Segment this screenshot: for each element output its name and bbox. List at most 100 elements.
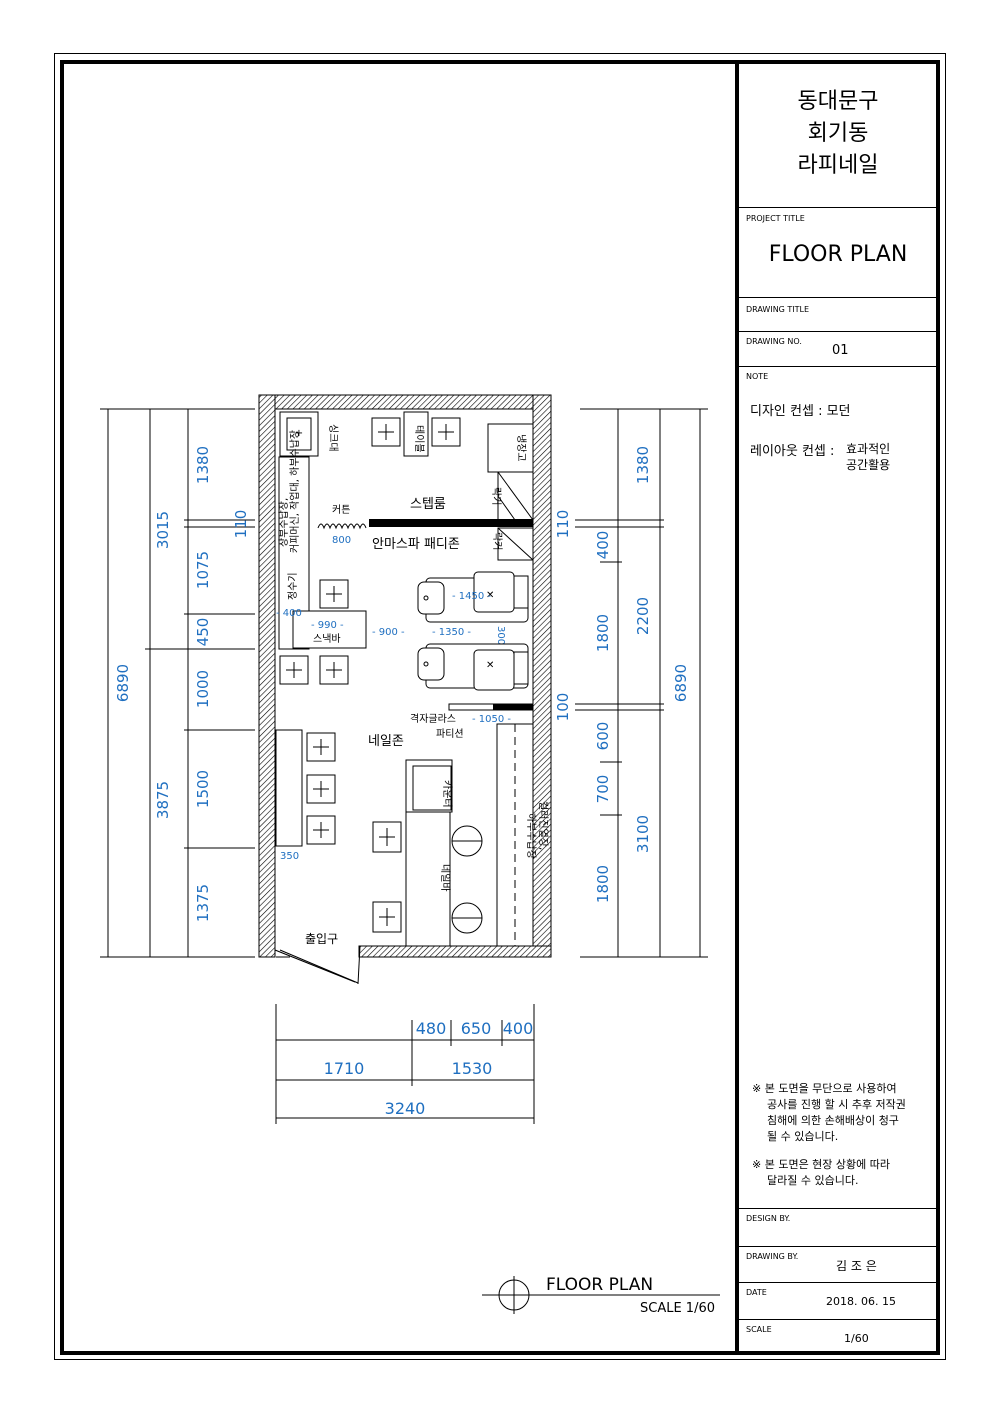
layout-concept-label: 레이아웃 컨셉 : <box>750 444 835 459</box>
color-display-label-1: 컬러진열장, <box>537 801 550 850</box>
wall-bottom <box>358 945 552 958</box>
warning-line: 공사를 진행 할 시 추후 저작권 <box>767 1098 906 1111</box>
plan-title-symbol <box>482 1276 720 1314</box>
counter-label: 카운터 <box>441 780 453 808</box>
dim-left-1380: 1380 <box>194 446 212 484</box>
title-block-divider <box>735 60 739 1355</box>
door-leaf <box>274 949 356 983</box>
dim-right-700: 700 <box>594 775 612 804</box>
drawing-by-label: DRAWING BY. <box>746 1252 799 1261</box>
drawing-frame <box>60 60 940 1355</box>
bottom-dimension-labels: 480 650 400 1710 1530 3240 <box>324 1019 534 1118</box>
step-room-table <box>403 411 429 457</box>
nail-bar <box>405 811 451 947</box>
left-dimension-labels: 6890 3015 3875 1380 110 1075 450 1000 15… <box>114 446 250 922</box>
dim-bottom-1530: 1530 <box>452 1059 493 1078</box>
locker-hatch <box>497 527 534 561</box>
project-name-line: 회기동 <box>807 121 869 146</box>
dim-right-1380: 1380 <box>634 446 652 484</box>
dim-left-1000: 1000 <box>194 670 212 708</box>
dim-right-110: 110 <box>554 510 572 539</box>
pedicure-station-1: ✕ <box>417 571 529 623</box>
dim-350: 350 <box>280 851 299 862</box>
walls <box>258 394 552 958</box>
dim-bottom-400: 400 <box>503 1019 534 1038</box>
warning-line: 침해에 의한 손해배상이 청구 <box>767 1114 899 1127</box>
nail-zone-label: 네일존 <box>368 734 404 749</box>
sink: + 싱크대 <box>279 411 339 457</box>
dim-right-600: 600 <box>594 722 612 751</box>
chair-mark <box>313 739 329 755</box>
chair-mark <box>313 781 329 797</box>
drawing-title-label: DRAWING TITLE <box>746 305 810 314</box>
dim-left-1375: 1375 <box>194 884 212 922</box>
fridge-label: 냉장고 <box>515 434 527 462</box>
drawing-title-value: FLOOR PLAN <box>768 242 908 267</box>
dim-990: - 990 - <box>311 620 344 631</box>
wall-right <box>532 394 552 958</box>
dim-bottom-650: 650 <box>461 1019 492 1038</box>
layout-concept-line: 효과적인 <box>846 442 891 456</box>
drawing-sheet-border <box>54 53 946 1360</box>
warning-copyright: ※ 본 도면을 무단으로 사용하여 공사를 진행 할 시 추후 저작권 침해에 … <box>752 1081 906 1145</box>
locker-1-label: 락커 <box>490 487 502 505</box>
chair-mark: ✕ <box>486 590 494 601</box>
glass-partition-label-2: 파티션 <box>436 728 464 740</box>
water-purifier-label: 정수기 <box>287 572 299 600</box>
dim-bottom-1710: 1710 <box>324 1059 365 1078</box>
pedicure-station-2: ✕ <box>417 643 529 691</box>
locker-2-label: 락커 <box>491 532 503 550</box>
scale-value: 1/60 <box>844 1332 869 1345</box>
scale-label: SCALE <box>746 1325 772 1334</box>
chair-back <box>513 651 529 685</box>
chair-mark <box>379 828 395 846</box>
date-label: DATE <box>746 1288 767 1297</box>
dim-left-450: 450 <box>194 618 212 647</box>
snack-bar-label: 스낵바 <box>313 633 341 645</box>
door-jamb <box>357 945 361 985</box>
tb-rule <box>739 1319 937 1320</box>
tb-rule <box>739 1208 937 1209</box>
tb-rule <box>739 366 937 367</box>
tb-rule <box>739 1282 937 1283</box>
tb-rule <box>739 297 937 298</box>
entrance-label: 출입구 <box>305 932 338 946</box>
note-label: NOTE <box>746 372 769 381</box>
tb-rule <box>739 331 937 332</box>
dim-left-3875: 3875 <box>154 781 172 819</box>
upper-storage-label: 상부수납장, <box>278 498 290 547</box>
door-leaf <box>279 949 359 984</box>
project-name: 동대문구 회기동 라피네일 <box>739 86 937 182</box>
partition-solid <box>493 704 533 710</box>
dim-300: 300- <box>495 626 506 649</box>
nail-client-chair <box>372 901 402 933</box>
project-name-line: 라피네일 <box>797 153 879 178</box>
basin-drain <box>423 595 429 601</box>
foot-basin <box>417 647 445 681</box>
wall-top <box>258 394 552 410</box>
dim-left-3015: 3015 <box>154 511 172 549</box>
step-room-label: 스텝룸 <box>410 497 446 512</box>
chair-mark <box>378 424 394 440</box>
project-name-line: 동대문구 <box>797 89 879 114</box>
dim-right-1800b: 1800 <box>594 865 612 903</box>
wall-left <box>258 394 276 958</box>
counter-top <box>412 765 452 811</box>
dim-900: - 900 - <box>372 627 405 638</box>
dim-right-total: 6890 <box>672 664 690 702</box>
dim-left-110: 110 <box>232 510 250 539</box>
purifier-mark <box>326 586 342 602</box>
table-label: 테이블 <box>413 425 425 453</box>
dim-bottom-3240: 3240 <box>385 1099 426 1118</box>
layout-concept-value: 효과적인 공간활용 <box>846 441 890 473</box>
basin-drain <box>423 661 429 667</box>
foot-basin <box>417 581 445 615</box>
date-value: 2018. 06. 15 <box>826 1295 896 1308</box>
warning-line: 달라질 수 있습니다. <box>767 1174 859 1187</box>
design-by-label: DESIGN BY. <box>746 1214 791 1223</box>
locker-hatch <box>497 471 534 521</box>
curtain-dim: 800 <box>332 535 351 546</box>
layout-concept-line: 공간활용 <box>846 458 891 472</box>
fridge <box>487 423 534 473</box>
